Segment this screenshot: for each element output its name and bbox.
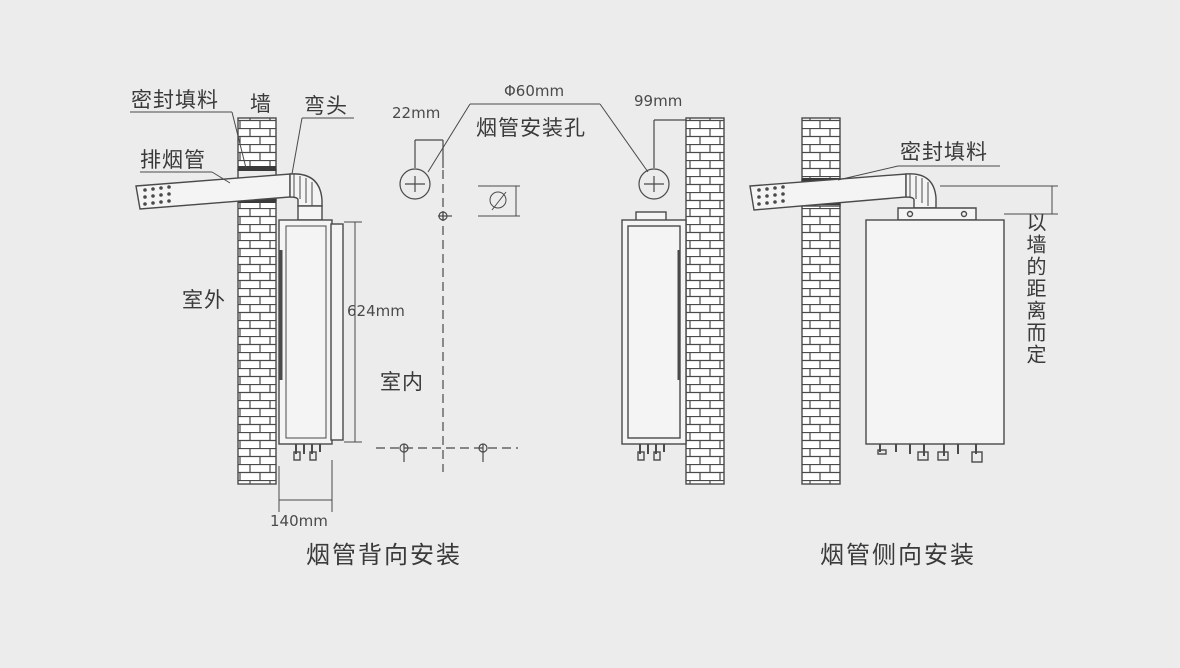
dim-22-label: 22mm bbox=[392, 104, 441, 122]
dim-99-label: 99mm bbox=[634, 92, 683, 110]
label-elbow: 弯头 bbox=[304, 94, 348, 118]
caption-rear: 烟管背向安装 bbox=[306, 541, 462, 569]
rear-wall-lower bbox=[237, 199, 277, 485]
rear-elbow bbox=[289, 173, 323, 221]
side-wall-upper bbox=[801, 117, 841, 183]
hole-dimension-small bbox=[478, 185, 520, 217]
rear-installation bbox=[130, 103, 649, 512]
side-heater-body bbox=[865, 219, 1005, 463]
label-wall: 墙 bbox=[250, 92, 272, 116]
hole-circle-left bbox=[399, 139, 444, 200]
dim-diameter-label: Φ60mm bbox=[504, 82, 565, 100]
rear-wall-upper bbox=[237, 117, 277, 171]
dim-624-label: 624mm bbox=[347, 302, 405, 320]
rear-markers bbox=[399, 211, 488, 462]
label-exhaust-pipe: 排烟管 bbox=[140, 148, 206, 172]
label-hole: 烟管安装孔 bbox=[476, 116, 586, 140]
dim-140 bbox=[278, 460, 333, 512]
middle-wall bbox=[685, 117, 725, 485]
side-elbow bbox=[905, 173, 937, 209]
side-bracket bbox=[897, 207, 977, 221]
label-sealant: 密封填料 bbox=[131, 88, 219, 112]
rear-heater-body bbox=[278, 219, 344, 461]
side-wall-lower bbox=[801, 203, 841, 485]
label-side-distance: 以墙的距离而定 bbox=[1023, 212, 1047, 366]
side-installation bbox=[749, 117, 1058, 485]
label-outdoor: 室外 bbox=[182, 288, 226, 312]
label-sealant-side: 密封填料 bbox=[900, 140, 988, 164]
dim-624 bbox=[344, 221, 362, 443]
hole-circle-right bbox=[638, 119, 686, 200]
middle-view bbox=[621, 117, 725, 485]
dim-wall-distance bbox=[940, 185, 1058, 215]
caption-side: 烟管侧向安装 bbox=[820, 541, 976, 569]
label-indoor: 室内 bbox=[380, 370, 424, 394]
dim-140-label: 140mm bbox=[270, 512, 328, 530]
middle-heater-body bbox=[621, 211, 687, 461]
